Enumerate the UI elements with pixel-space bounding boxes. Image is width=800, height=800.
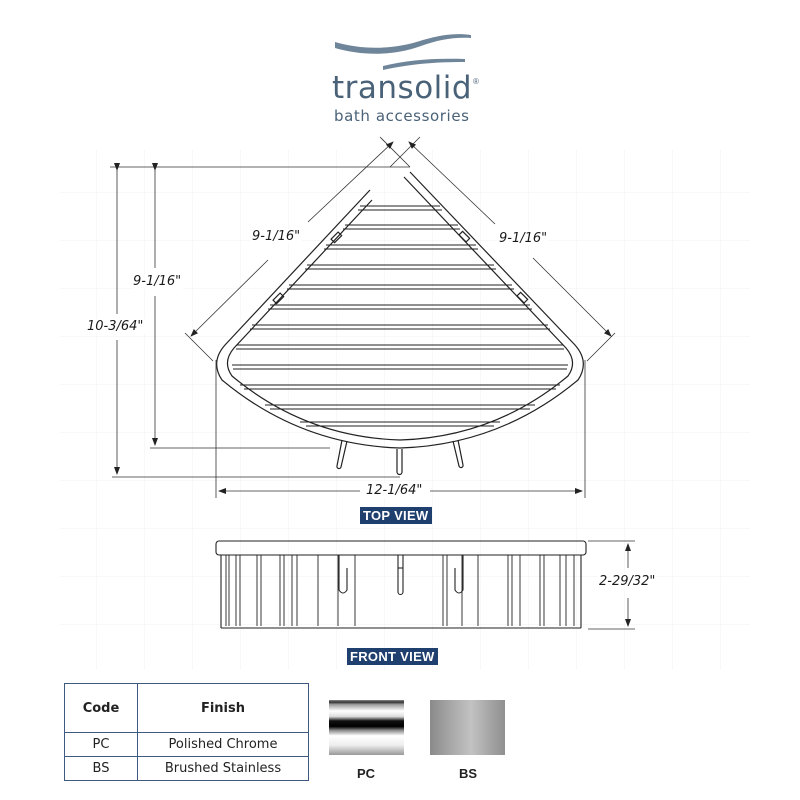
swatch-brushed-stainless	[430, 700, 505, 755]
top-view-label: TOP VIEW	[360, 507, 432, 524]
dim-inner-height: 9-1/16"	[131, 274, 184, 289]
dim-front-height: 2-29/32"	[597, 574, 658, 589]
swatch-label-pc: PC	[357, 766, 376, 781]
registered-mark: ®	[473, 77, 479, 86]
front-view-label: FRONT VIEW	[347, 648, 438, 665]
table-row: BS Brushed Stainless	[64, 756, 309, 781]
header-code: Code	[64, 683, 138, 733]
brand-tagline: bath accessories	[334, 107, 470, 125]
swatch-polished-chrome	[329, 700, 404, 755]
swatch-label-bs: BS	[459, 766, 478, 781]
cell-code: BS	[64, 756, 138, 781]
front-view-shelf	[215, 540, 587, 629]
brand-name: transolid	[332, 70, 473, 106]
dim-left-diagonal: 9-1/16"	[250, 229, 303, 244]
dim-right-diagonal: 9-1/16"	[497, 231, 550, 246]
table-header-row: Code Finish	[64, 683, 309, 733]
logo-wave-icon	[335, 34, 471, 70]
dim-width: 12-1/64"	[364, 483, 425, 498]
table-row: PC Polished Chrome	[64, 732, 309, 757]
top-view-dimensions	[110, 136, 616, 498]
dim-outer-height: 10-3/64"	[85, 319, 146, 334]
top-view-shelf	[216, 171, 584, 476]
cell-finish: Brushed Stainless	[137, 756, 309, 781]
cell-code: PC	[64, 732, 138, 757]
front-view-dimensions	[588, 540, 635, 630]
cell-finish: Polished Chrome	[137, 732, 309, 757]
header-finish: Finish	[137, 683, 309, 733]
finish-table: Code Finish PC Polished Chrome BS Brushe…	[64, 683, 309, 781]
